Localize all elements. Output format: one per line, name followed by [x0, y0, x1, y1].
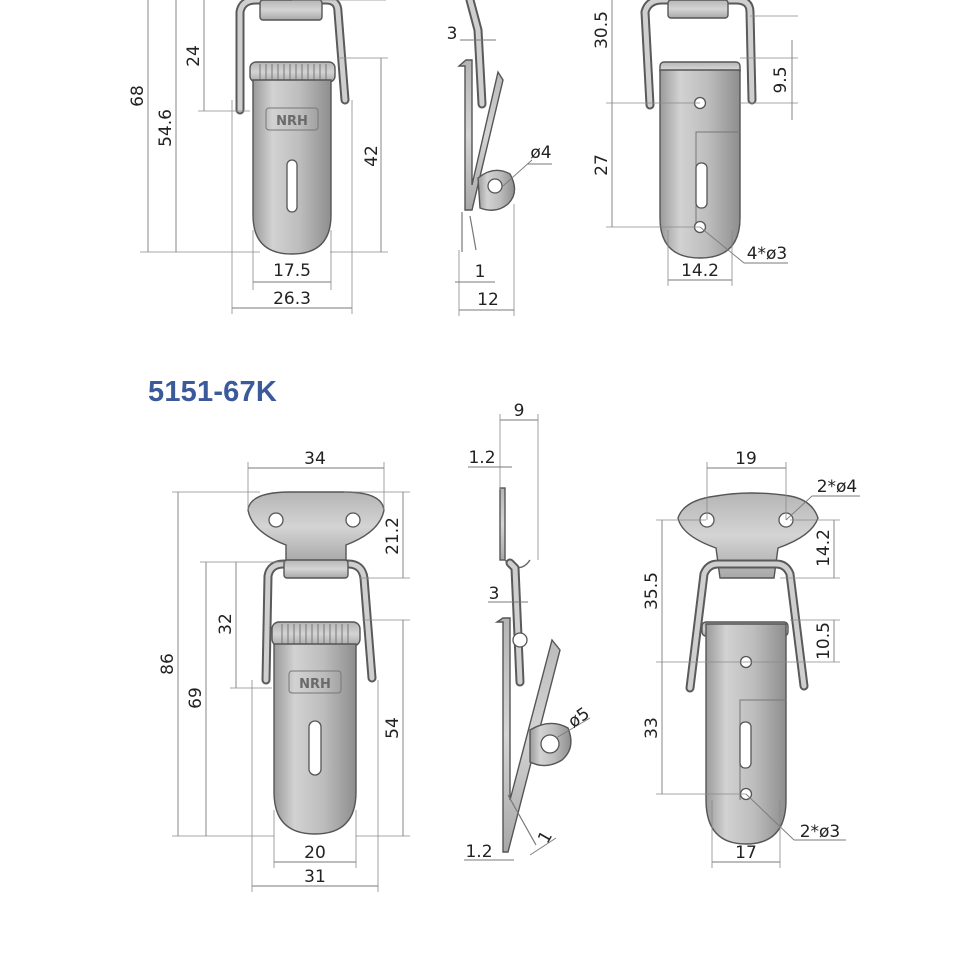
top-front-slot	[286, 159, 298, 213]
top-front-view: NRH	[235, 0, 350, 255]
model-title: 5151-67K	[148, 376, 277, 408]
top-side-dim-12: 12	[477, 290, 499, 310]
bottom-back-wire-highlight	[687, 561, 807, 691]
top-front-dim-24: 24	[184, 45, 204, 67]
top-side-hole	[487, 178, 503, 194]
bottom-front-logo-plate	[288, 670, 342, 694]
bottom-back-dim-10-5: 10.5	[814, 622, 834, 660]
bottom-back-dim-2xo3: 2*ø3	[800, 822, 841, 842]
bottom-side-dim-3: 3	[489, 584, 500, 604]
top-back-dim-4xo3: 4*ø3	[747, 244, 788, 264]
bottom-front-dim-86: 86	[158, 653, 178, 675]
bottom-side-hole	[540, 734, 560, 754]
bottom-front-slot	[308, 720, 322, 776]
bottom-front-dim-54: 54	[383, 717, 403, 739]
bottom-front-dim-31: 31	[304, 867, 326, 887]
bottom-front-dim-32: 32	[216, 613, 236, 635]
top-back-slot	[695, 162, 708, 209]
top-back-dim-14-2: 14.2	[681, 261, 719, 281]
bottom-front-hinge-barrel	[271, 621, 361, 647]
bottom-side-dim-1: 1	[534, 828, 557, 847]
top-front-wire-highlight	[237, 0, 348, 113]
top-side-dim-1: 1	[475, 262, 486, 282]
bottom-side-dim-o5: ø5	[565, 704, 594, 733]
top-front-dimensions: 68 54.6 24 42 17.5 26.3	[128, 0, 388, 314]
bottom-front-dim-69: 69	[186, 687, 206, 709]
bottom-back-dim-17: 17	[735, 843, 757, 863]
top-front-dim-54-6: 54.6	[156, 109, 176, 147]
bottom-front-keeper-hole-left	[268, 512, 284, 528]
bottom-side-view	[494, 487, 572, 853]
bottom-side-dim-9: 9	[514, 401, 525, 421]
top-back-view	[640, 0, 757, 259]
top-side-dimensions: 3 ø4 1 12	[447, 24, 552, 316]
bottom-front-view: NRH	[247, 491, 385, 835]
bottom-front-dim-21-2: 21.2	[383, 517, 403, 555]
top-side-tip	[469, 215, 477, 251]
bottom-back-dim-33: 33	[642, 717, 662, 739]
top-side-dim-o4: ø4	[530, 143, 551, 163]
top-front-dim-42: 42	[362, 145, 382, 167]
top-side-wire-highlight	[467, 0, 485, 107]
top-front-logo-plate	[265, 107, 319, 131]
bottom-side-dimensions: 9 1.2 3 ø5 1 1.2	[464, 401, 594, 862]
top-front-dim-26-3: 26.3	[273, 289, 311, 309]
top-back-dimensions: 30.5 27 9.5 4*ø3 14.2	[592, 0, 798, 286]
bottom-back-view	[677, 492, 819, 845]
top-front-brand-mark: NRH	[276, 114, 308, 129]
bottom-back-dim-35-5: 35.5	[642, 572, 662, 610]
top-side-body	[457, 59, 504, 211]
top-back-wire-sleeve	[667, 0, 729, 19]
top-back-wire-highlight	[642, 0, 755, 108]
top-front-dim-17-5: 17.5	[273, 261, 311, 281]
bottom-back-inner-plate	[739, 699, 786, 800]
top-side-view	[457, 0, 516, 252]
top-front-wire-sleeve	[259, 0, 323, 21]
top-back-dim-30-5: 30.5	[592, 11, 612, 49]
top-back-dim-9-5: 9.5	[771, 66, 791, 93]
top-back-dim-27: 27	[592, 154, 612, 176]
bottom-front-brand-mark: NRH	[299, 677, 331, 692]
top-front-dim-68: 68	[128, 85, 148, 107]
bottom-front-wire-sleeve	[283, 559, 349, 579]
bottom-back-dimensions: 19 2*ø4 14.2 35.5 10.5 33 2*ø3 17	[642, 449, 860, 868]
top-side-dim-3: 3	[447, 24, 458, 44]
bottom-back-dim-14-2: 14.2	[814, 529, 834, 567]
bottom-back-dim-19: 19	[735, 449, 757, 469]
bottom-side-dim-1-2-top: 1.2	[468, 448, 495, 468]
top-front-hinge-barrel	[249, 61, 336, 83]
bottom-front-dimensions: 34 21.2 32 86 69 54 20 31	[158, 449, 410, 892]
bottom-back-dim-2xo4: 2*ø4	[817, 477, 858, 497]
bottom-front-dim-34: 34	[304, 449, 326, 469]
bottom-front-dim-20: 20	[304, 843, 326, 863]
bottom-side-dim-1-2-bottom: 1.2	[465, 842, 492, 862]
bottom-side-body	[494, 617, 561, 853]
bottom-front-keeper-hole-right	[345, 512, 361, 528]
bottom-side-tip	[507, 794, 537, 846]
bottom-side-keeper-plate	[499, 487, 506, 561]
bottom-front-keeper-plate	[247, 491, 385, 563]
bottom-back-slot	[739, 721, 752, 769]
